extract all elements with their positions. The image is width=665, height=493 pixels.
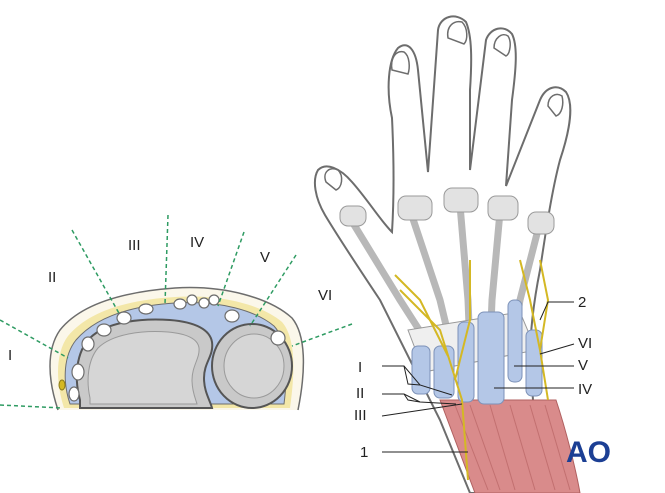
muscle-fiber <box>509 404 536 491</box>
ao-logo: AO <box>566 436 611 469</box>
divider-line <box>249 254 297 327</box>
muscle-fiber <box>469 404 501 491</box>
extensor-tendons <box>68 294 286 402</box>
extensor-hood <box>527 211 555 235</box>
fingernail <box>324 168 343 191</box>
cross-section: I II III IV V VI <box>0 214 353 411</box>
hand-label-iv: IV <box>578 381 592 398</box>
nerves <box>394 259 550 481</box>
divider-line <box>217 231 245 307</box>
compartment-label-ii: II <box>48 269 56 286</box>
tendon <box>81 336 95 352</box>
hand-label-ii: II <box>356 385 364 402</box>
tendon <box>224 309 240 323</box>
leader-i-b <box>403 365 421 386</box>
sheath-compartment-iii <box>457 321 475 403</box>
fingernail <box>493 34 511 57</box>
leader-2 <box>539 301 574 321</box>
extensor-hood <box>443 187 479 213</box>
hand-outline <box>313 15 572 493</box>
extensor-hood <box>487 195 519 221</box>
callout-2: 2 <box>578 294 586 311</box>
leader-i <box>382 365 453 396</box>
muscle-fiber <box>529 404 556 491</box>
compartment-label-iii: III <box>128 237 141 254</box>
nerve-branch <box>394 274 449 357</box>
radius-cortex <box>87 331 200 405</box>
tendon <box>173 298 187 310</box>
extensor-hood <box>397 195 433 221</box>
fingernail <box>547 93 564 117</box>
divider-line <box>164 214 169 305</box>
muscle-fiber <box>454 404 489 491</box>
hand-label-i: I <box>358 359 362 376</box>
compartment-label-vi: VI <box>318 287 332 304</box>
ulna-cortex <box>223 333 285 399</box>
tendon <box>186 294 198 306</box>
tendon <box>270 330 286 346</box>
compartment-label-iv: IV <box>190 234 204 251</box>
tendon <box>116 311 132 325</box>
muscle-fiber <box>544 404 571 491</box>
muscle-fiber <box>489 404 516 491</box>
leader-lines <box>381 301 575 453</box>
ao-logo-text: AO <box>566 436 611 469</box>
sheath-compartment-i <box>411 345 431 395</box>
forearm-muscles <box>439 399 581 493</box>
nerve-dot <box>58 379 66 391</box>
tendon <box>96 323 112 337</box>
tendon <box>71 363 85 381</box>
extensor-hood <box>339 205 367 227</box>
muscle-fibers <box>454 404 571 491</box>
hand-label-vi: VI <box>578 335 592 352</box>
sheath-compartment-v <box>507 299 523 383</box>
divider-line <box>0 319 69 359</box>
tendon <box>68 386 80 402</box>
fingernail <box>446 20 468 45</box>
sheath-compartment-vi <box>525 329 543 397</box>
leader-ii-b <box>403 393 421 403</box>
leader-ii <box>382 393 457 405</box>
nerve-branch <box>519 259 541 351</box>
compartment-label-v: V <box>260 249 270 266</box>
fingernail <box>390 50 410 75</box>
divider-line <box>291 323 353 347</box>
dorsal-hand: I II III VI V IV 1 2 <box>313 15 592 493</box>
tendon-hoods <box>339 187 555 235</box>
leader-vi <box>539 343 575 355</box>
compartment-dividers <box>0 214 353 409</box>
sheath-compartment-iv <box>477 311 505 405</box>
leader-iii <box>381 403 463 417</box>
divider-line <box>0 404 63 409</box>
callout-1: 1 <box>360 444 368 461</box>
dorsal-ulnar-nerve <box>538 259 550 401</box>
divider-line <box>71 229 121 316</box>
tendon <box>198 297 210 309</box>
tendon <box>208 294 220 306</box>
hand-label-v: V <box>578 357 588 374</box>
superficial-radial-nerve <box>399 289 469 481</box>
compartment-label-i: I <box>8 347 12 364</box>
tendon <box>138 303 154 315</box>
hand-label-iii: III <box>354 407 367 424</box>
nerve-branch <box>454 260 471 381</box>
